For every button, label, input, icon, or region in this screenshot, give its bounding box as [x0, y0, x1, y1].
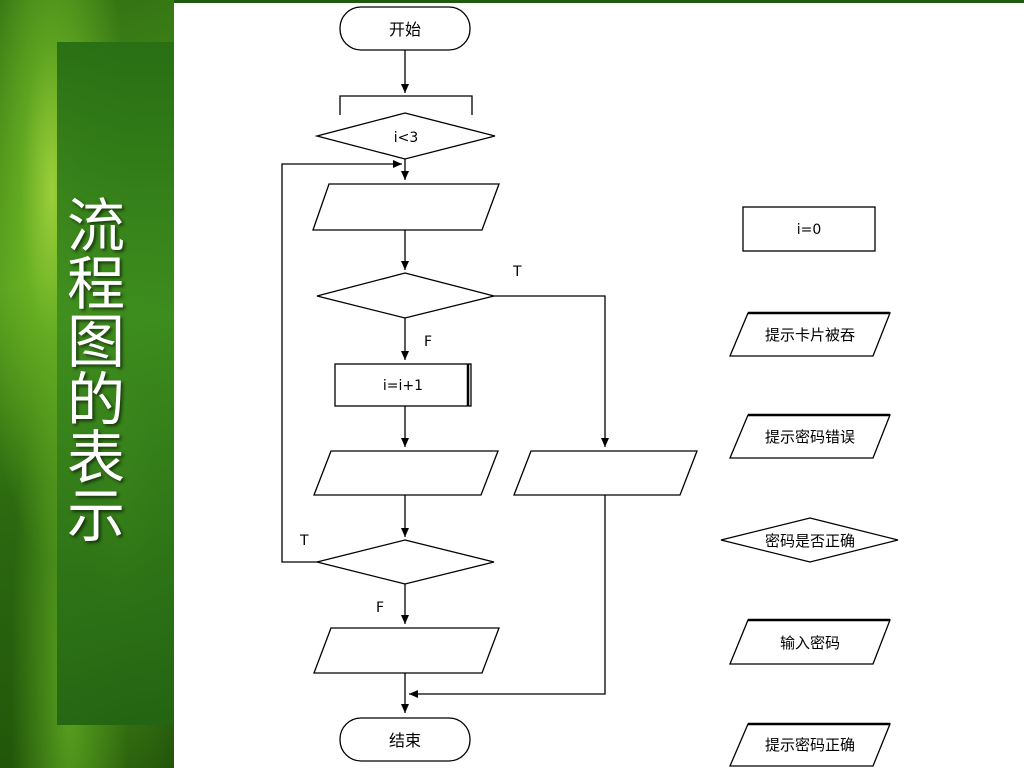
false-label-2: F — [376, 600, 384, 616]
legend-init-label: i=0 — [797, 222, 822, 238]
legend-correct-label: 提示密码正确 — [765, 736, 855, 754]
legend-init-box — [742, 206, 876, 252]
card-output-parallelogram — [313, 627, 500, 674]
legend-check-diamond — [720, 517, 899, 563]
true-label-2: T — [299, 533, 309, 549]
wrong-output-parallelogram — [313, 450, 499, 496]
legend-check-label: 密码是否正确 — [765, 532, 855, 550]
legend-input-label: 输入密码 — [780, 634, 840, 652]
start-label: 开始 — [389, 20, 421, 39]
input-parallelogram — [312, 183, 500, 231]
false-label-1: F — [424, 334, 432, 350]
legend-card-label: 提示卡片被吞 — [765, 326, 855, 344]
true-label-1: T — [512, 264, 522, 280]
check-diamond — [316, 272, 495, 319]
increment-label: i=i+1 — [383, 378, 423, 394]
end-terminal — [339, 717, 471, 762]
correct-output-parallelogram — [513, 450, 698, 496]
sidebar-panel — [57, 42, 174, 725]
loop-bracket — [339, 95, 473, 115]
legend-wrong-label: 提示密码错误 — [765, 428, 855, 446]
loop-decision-diamond — [316, 539, 495, 585]
end-label: 结束 — [389, 731, 421, 750]
top-border — [174, 0, 1024, 3]
slide-title: 流程图的表示 — [57, 195, 125, 543]
increment-process — [334, 363, 472, 407]
sidebar-background: 流程图的表示 — [0, 0, 174, 768]
loop-condition-label: i<3 — [394, 130, 419, 146]
